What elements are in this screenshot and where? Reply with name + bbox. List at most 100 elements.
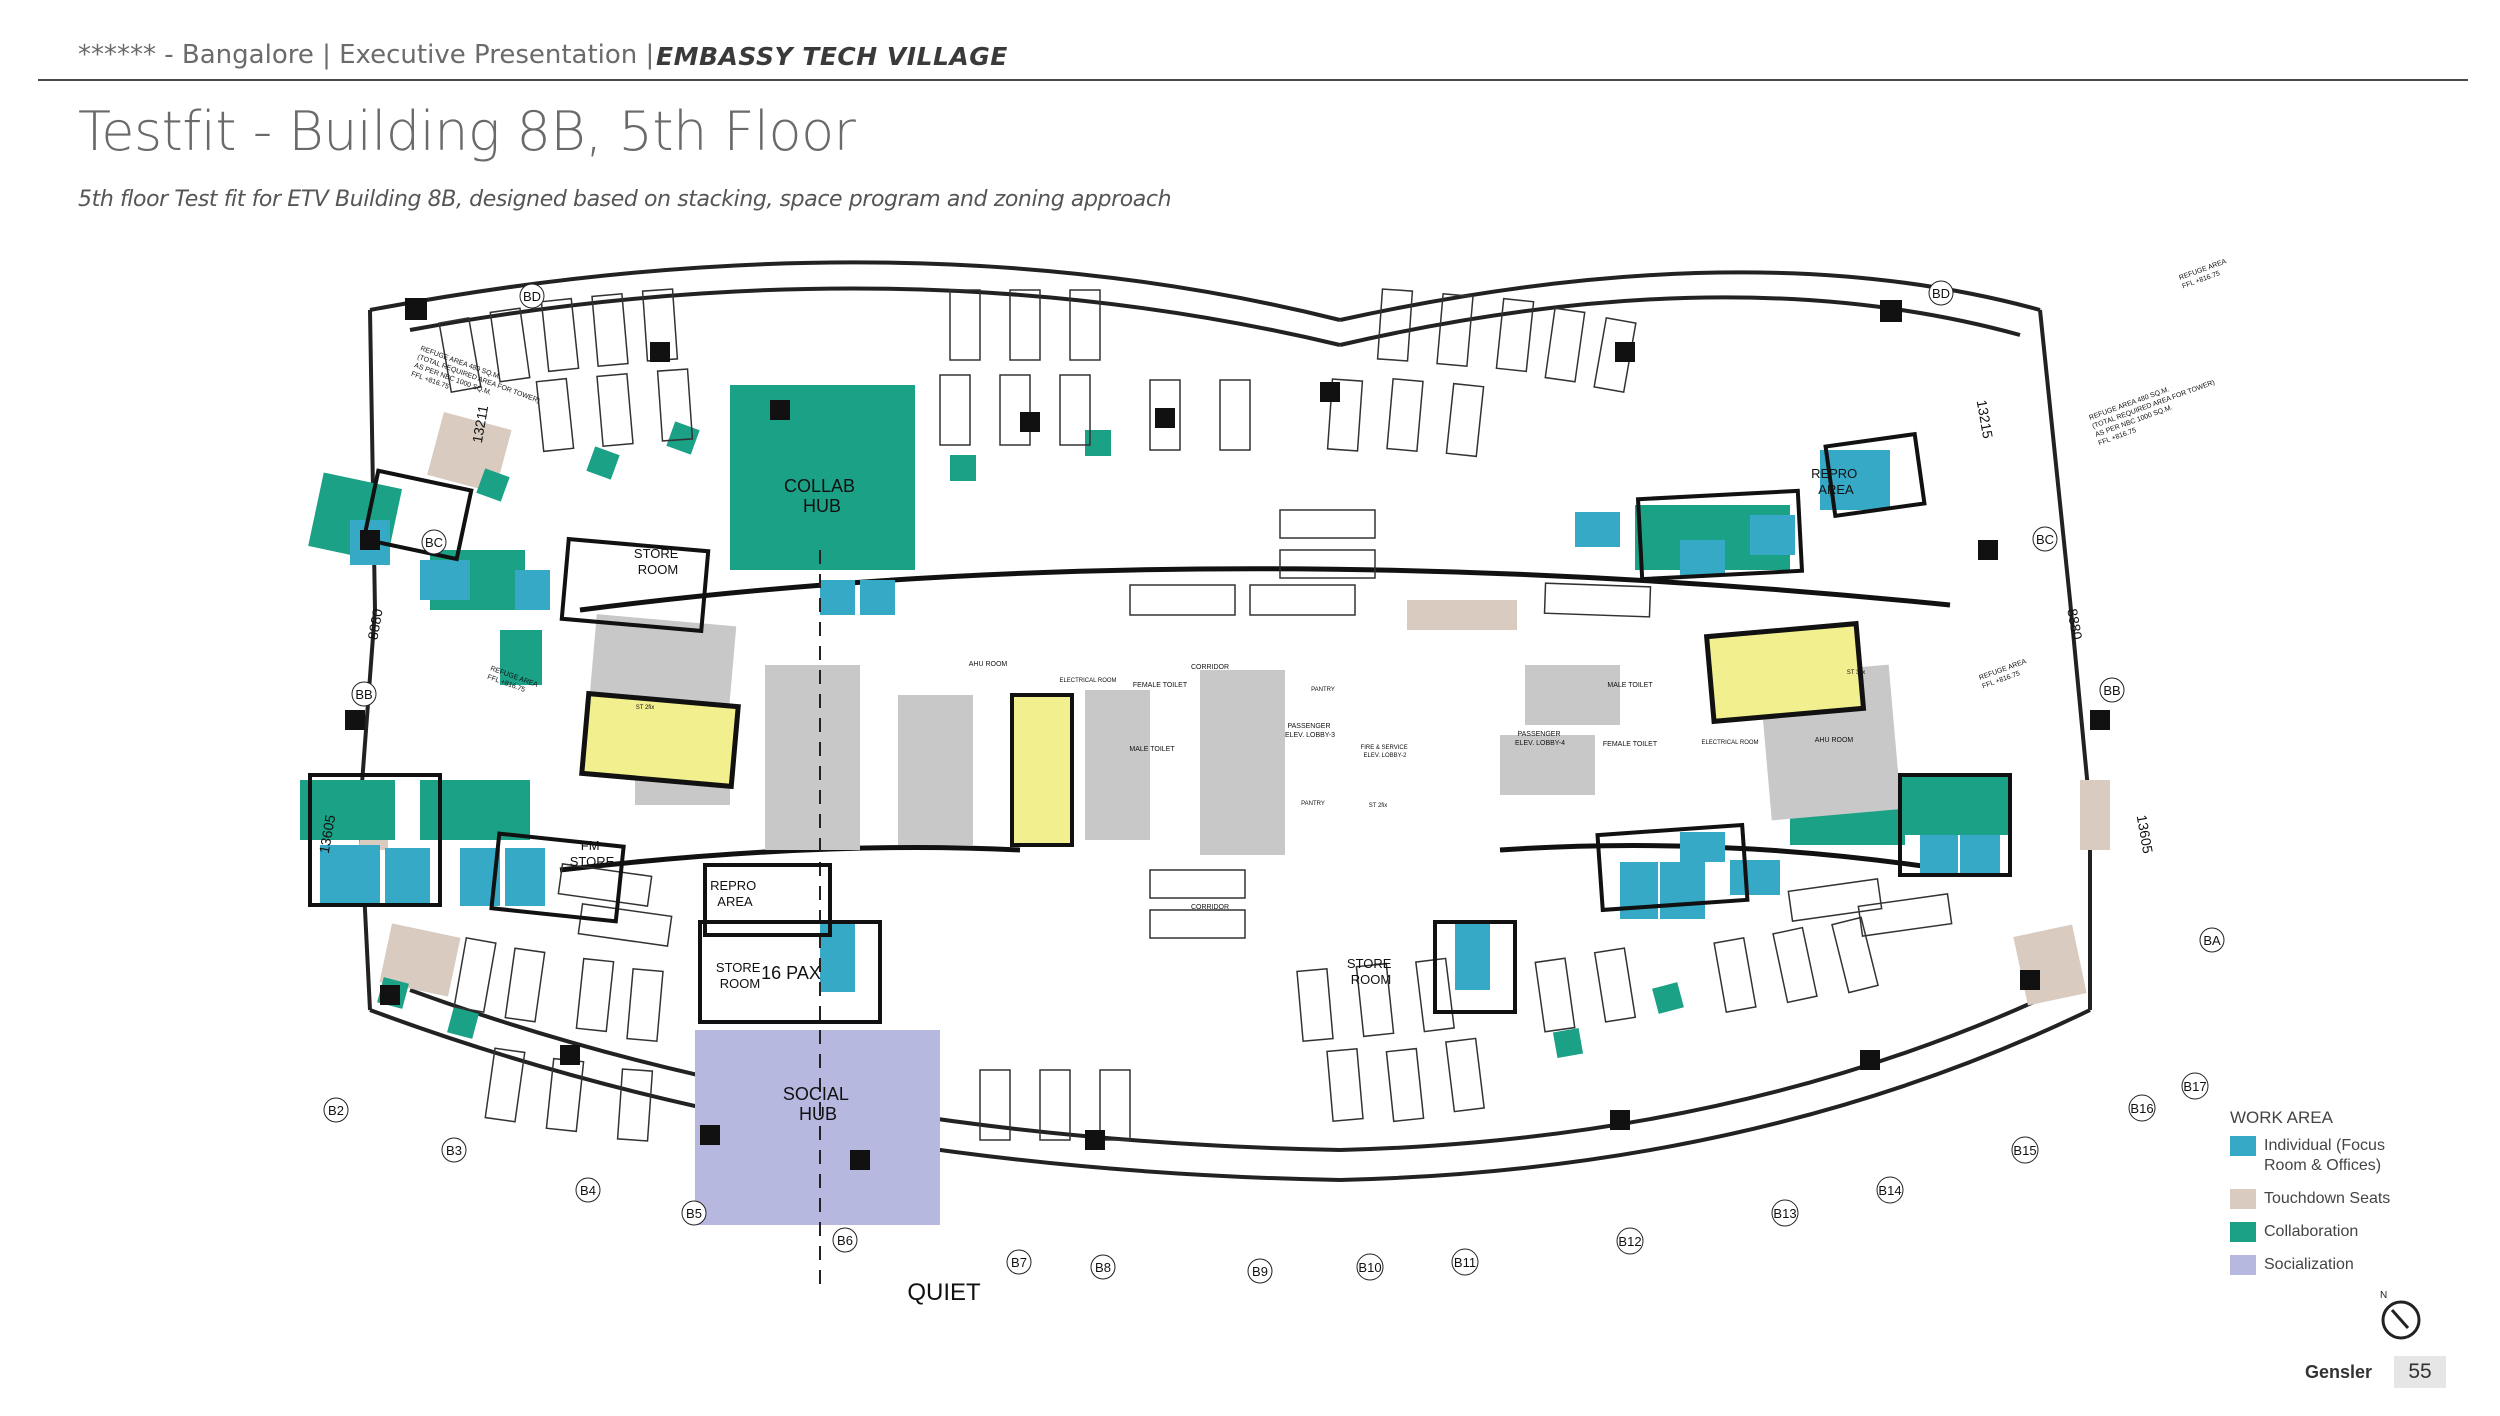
passenger-lobby-left	[765, 665, 860, 850]
svg-text:BA: BA	[2203, 933, 2221, 948]
grid-bubble-ba-right: BA	[2199, 927, 2225, 953]
focus-room-8	[860, 580, 895, 615]
grid-bubble-b4: B4	[575, 1177, 601, 1203]
focus-room-18	[1730, 860, 1780, 895]
collab-pod-9	[1552, 1027, 1584, 1059]
touchdown-area-5	[2080, 780, 2110, 850]
svg-text:B6: B6	[837, 1233, 853, 1248]
service-core	[583, 614, 1902, 855]
pantry-bottom-label: PANTRY	[1301, 801, 1325, 807]
north-arrow-icon: N	[2380, 1290, 2421, 1340]
grid-bubble-bc-left: BC	[421, 529, 447, 555]
focus-room-13	[1750, 515, 1795, 555]
collab-pod-4	[950, 455, 976, 481]
individual-rooms	[320, 450, 2000, 992]
grid-bubble-b12: B12	[1616, 1227, 1644, 1255]
male-toilet-right-label: MALE TOILET	[1607, 682, 1653, 689]
grid-bubble-b5: B5	[681, 1200, 707, 1226]
svg-text:BC: BC	[425, 535, 443, 550]
legend-swatch-individual	[2230, 1136, 2256, 1156]
structural-columns	[345, 298, 2110, 1170]
social-hub-label: SOCIAL HUB	[783, 1084, 853, 1124]
grid-bubble-b9: B9	[1247, 1258, 1273, 1284]
toilet-right-gray-2	[1525, 665, 1620, 725]
svg-text:BB: BB	[355, 687, 372, 702]
grid-bubble-b8: B8	[1090, 1254, 1116, 1280]
collab-pod-6	[500, 630, 542, 685]
dim-13215: 13215	[1974, 399, 1997, 440]
passenger-lobby-left-label: PASSENGER ELEV. LOBBY-3	[1285, 723, 1335, 739]
fire-lobby-gray	[898, 695, 973, 845]
focus-room-17	[1620, 862, 1658, 919]
legend-swatch-socialization	[2230, 1255, 2256, 1275]
stair-mid-label: ST 2fix	[1369, 803, 1388, 809]
svg-text:B15: B15	[2013, 1143, 2036, 1158]
client-line: ****** - Bangalore | Executive Presentat…	[78, 40, 655, 70]
dim-8880-left: 8880	[364, 607, 385, 641]
focus-room-1	[420, 560, 470, 600]
svg-text:B4: B4	[580, 1183, 596, 1198]
legend-label-individual: Individual (Focus Room & Offices)	[2264, 1137, 2385, 1174]
svg-text:BD: BD	[1932, 286, 1950, 301]
legend-title: WORK AREA	[2230, 1108, 2333, 1127]
focus-room-11	[515, 570, 550, 610]
svg-text:B16: B16	[2130, 1101, 2153, 1116]
collab-pod-8	[447, 1007, 479, 1039]
female-toilet-right-label: FEMALE TOILET	[1603, 741, 1658, 748]
fm-store-label: FM STORE	[570, 838, 615, 869]
pax-label: 16 PAX	[761, 963, 821, 983]
grid-bubble-bb-left: BB	[351, 681, 377, 707]
collab-pod-5	[1085, 430, 1111, 456]
stair-left-label: ST 2fix	[636, 705, 655, 711]
refuge-note-far-right: REFUGE AREA FFL +816.75	[2178, 258, 2232, 291]
page-subtitle: 5th floor Test fit for ETV Building 8B, …	[78, 187, 1172, 212]
stair-left	[579, 690, 741, 790]
page-number: 55	[2394, 1356, 2446, 1388]
svg-text:B14: B14	[1878, 1183, 1901, 1198]
focus-room-19	[1680, 832, 1725, 862]
dim-13605-left: 13605	[316, 813, 339, 854]
grid-bubbles: BD BD BC BC BB BB BA B2 B3 B4 B5 B6 B7 B…	[323, 280, 2225, 1284]
dim-13605-right: 13605	[2134, 814, 2157, 855]
dimension-labels: 13211 8880 13605 13215 8880 13605	[316, 399, 2156, 855]
toilet-right-gray	[1500, 735, 1595, 795]
collab-room-left-4	[420, 780, 530, 840]
grid-bubble-b14: B14	[1876, 1176, 1904, 1204]
collab-room-left-5	[300, 780, 395, 840]
svg-text:B7: B7	[1011, 1255, 1027, 1270]
collab-pod-3	[476, 468, 510, 502]
ahu-room-left-label: AHU ROOM	[969, 661, 1008, 668]
focus-room-10	[1455, 920, 1490, 990]
passenger-lobby-right-label: PASSENGER ELEV. LOBBY-4	[1515, 731, 1565, 747]
focus-room-5	[505, 848, 545, 906]
stair-right	[1703, 620, 1867, 725]
svg-text:B2: B2	[328, 1103, 344, 1118]
grid-bubble-b17: B17	[2181, 1072, 2209, 1100]
svg-text:B12: B12	[1618, 1234, 1641, 1249]
repro-area-right-label: REPRO AREA	[1811, 466, 1861, 497]
svg-text:N: N	[2380, 1290, 2387, 1301]
touchdown-area-3	[379, 923, 461, 997]
svg-text:BC: BC	[2036, 532, 2054, 547]
focus-room-16	[1660, 862, 1705, 919]
focus-room-9	[820, 922, 855, 992]
corridor-bottom-label: CORRIDOR	[1191, 904, 1229, 911]
corridor-top-label: CORRIDOR	[1191, 664, 1229, 671]
dim-8880-right: 8880	[2064, 607, 2085, 641]
header-divider	[38, 79, 2468, 81]
refuge-note-right: REFUGE AREA FFL +816.75	[1978, 658, 2032, 691]
store-room-mid-right-label: STORE ROOM	[1347, 956, 1395, 987]
grid-bubble-b2: B2	[323, 1097, 349, 1123]
room-partitions	[308, 431, 2012, 1024]
svg-text:B17: B17	[2183, 1079, 2206, 1094]
quiet-label: QUIET	[907, 1279, 981, 1306]
legend-swatch-touchdown	[2230, 1189, 2256, 1209]
legend-label-socialization: Socialization	[2264, 1256, 2354, 1273]
grid-bubble-b16: B16	[2128, 1094, 2156, 1122]
collab-room-right-2	[1890, 775, 2010, 835]
svg-text:BD: BD	[523, 289, 541, 304]
stair-mid	[1010, 693, 1074, 847]
room-labels: COLLAB HUB SOCIAL HUB 16 PAX QUIET STORE…	[570, 466, 1866, 1306]
electrical-room-left-label: ELECTRICAL ROOM	[1059, 678, 1116, 684]
legend-item-socialization: Socialization	[2230, 1255, 2430, 1275]
